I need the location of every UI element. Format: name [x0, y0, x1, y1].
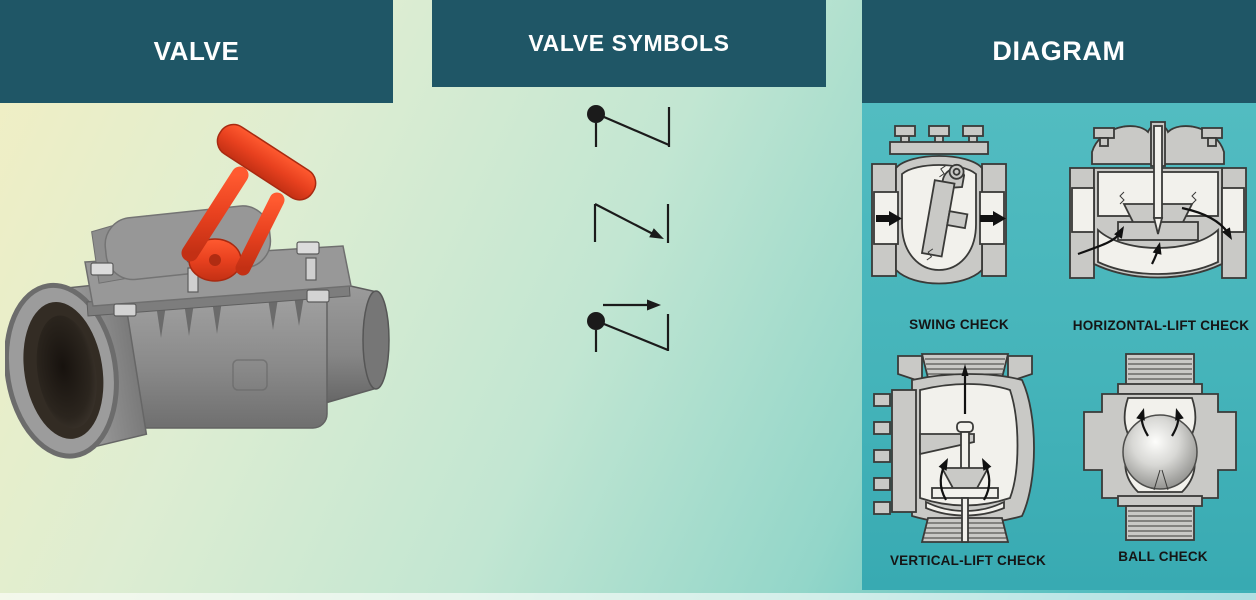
- lift-check-symbol-middle: [593, 203, 670, 243]
- side-flange-column: [891, 389, 917, 513]
- ball-check-label: BALL CHECK: [1118, 549, 1208, 564]
- socket-opening: [36, 315, 97, 429]
- valve-section-header: VALVE: [0, 0, 393, 103]
- bottom-edge-strip: [0, 593, 1256, 600]
- diagonal-arrowhead: [649, 228, 664, 239]
- lift-stem: [1153, 125, 1163, 219]
- symbols-section-title: VALVE SYMBOLS: [528, 30, 730, 56]
- bonnet-plate: [889, 141, 989, 155]
- flow-arrowhead: [647, 299, 661, 311]
- flow-arrows: [876, 211, 1006, 226]
- vertical-lift-check-label: VERTICAL-LIFT CHECK: [889, 553, 1047, 568]
- diagram-section-title: DIAGRAM: [992, 36, 1126, 66]
- flow-arrows: [1136, 408, 1184, 437]
- check-valve-photo: [5, 123, 390, 459]
- flow-arrows: [1077, 206, 1232, 265]
- bottom-threaded-port: [1125, 505, 1195, 541]
- flange-bolts: [873, 393, 891, 515]
- flow-arrows: [938, 364, 992, 501]
- valve-symbols-group: [587, 105, 671, 352]
- bonnet-bolts: [894, 125, 984, 144]
- diagram-section-header: DIAGRAM: [862, 0, 1256, 103]
- swing-check-label: SWING CHECK: [909, 317, 1009, 332]
- disc-nut: [946, 210, 969, 230]
- vertical-lift-check-diagram: [873, 353, 1035, 543]
- outlet-port: [1221, 187, 1245, 233]
- valve-red-handle: [181, 123, 317, 282]
- stop-check-symbol-bottom: [587, 299, 670, 352]
- horizontal-lift-check-label: HORIZONTAL-LIFT CHECK: [1072, 318, 1250, 333]
- swing-check-diagram: [871, 125, 1007, 285]
- handle-t-bar: [216, 123, 317, 201]
- ball-check-diagram: [1083, 353, 1237, 541]
- inlet-port: [1071, 187, 1095, 233]
- seat-ring: [925, 500, 1005, 517]
- valve-section-title: VALVE: [153, 36, 240, 66]
- horizontal-lift-check-diagram: [1069, 121, 1247, 279]
- valve-left-socket: [5, 281, 148, 459]
- symbols-section-header: VALVE SYMBOLS: [432, 0, 826, 87]
- swing-disc: [920, 163, 969, 261]
- valve-logo-emboss: [232, 359, 268, 391]
- lift-stem: [960, 431, 970, 471]
- check-valve-symbol-top: [587, 105, 671, 147]
- check-ball: [1122, 414, 1198, 490]
